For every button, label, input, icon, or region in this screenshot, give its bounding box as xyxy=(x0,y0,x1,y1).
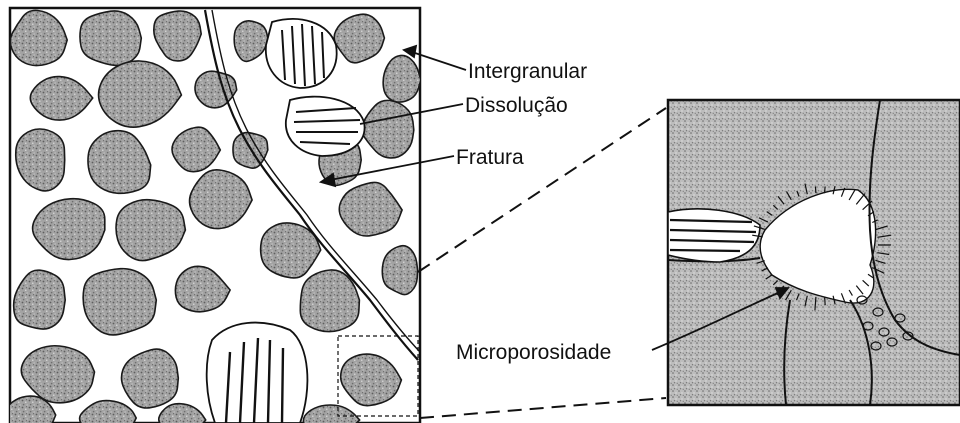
striated-grain-bottom xyxy=(207,323,308,423)
grain xyxy=(300,270,359,332)
thin-section-panel xyxy=(4,8,420,423)
label-intergranular: Intergranular xyxy=(468,60,587,83)
label-microporosidade: Microporosidade xyxy=(456,341,611,364)
grain xyxy=(382,246,417,295)
label-fratura: Fratura xyxy=(456,146,524,169)
grain xyxy=(80,11,141,66)
label-dissolucao: Dissolução xyxy=(465,94,568,117)
microporosity-detail-panel xyxy=(668,100,960,405)
grain xyxy=(83,269,156,335)
